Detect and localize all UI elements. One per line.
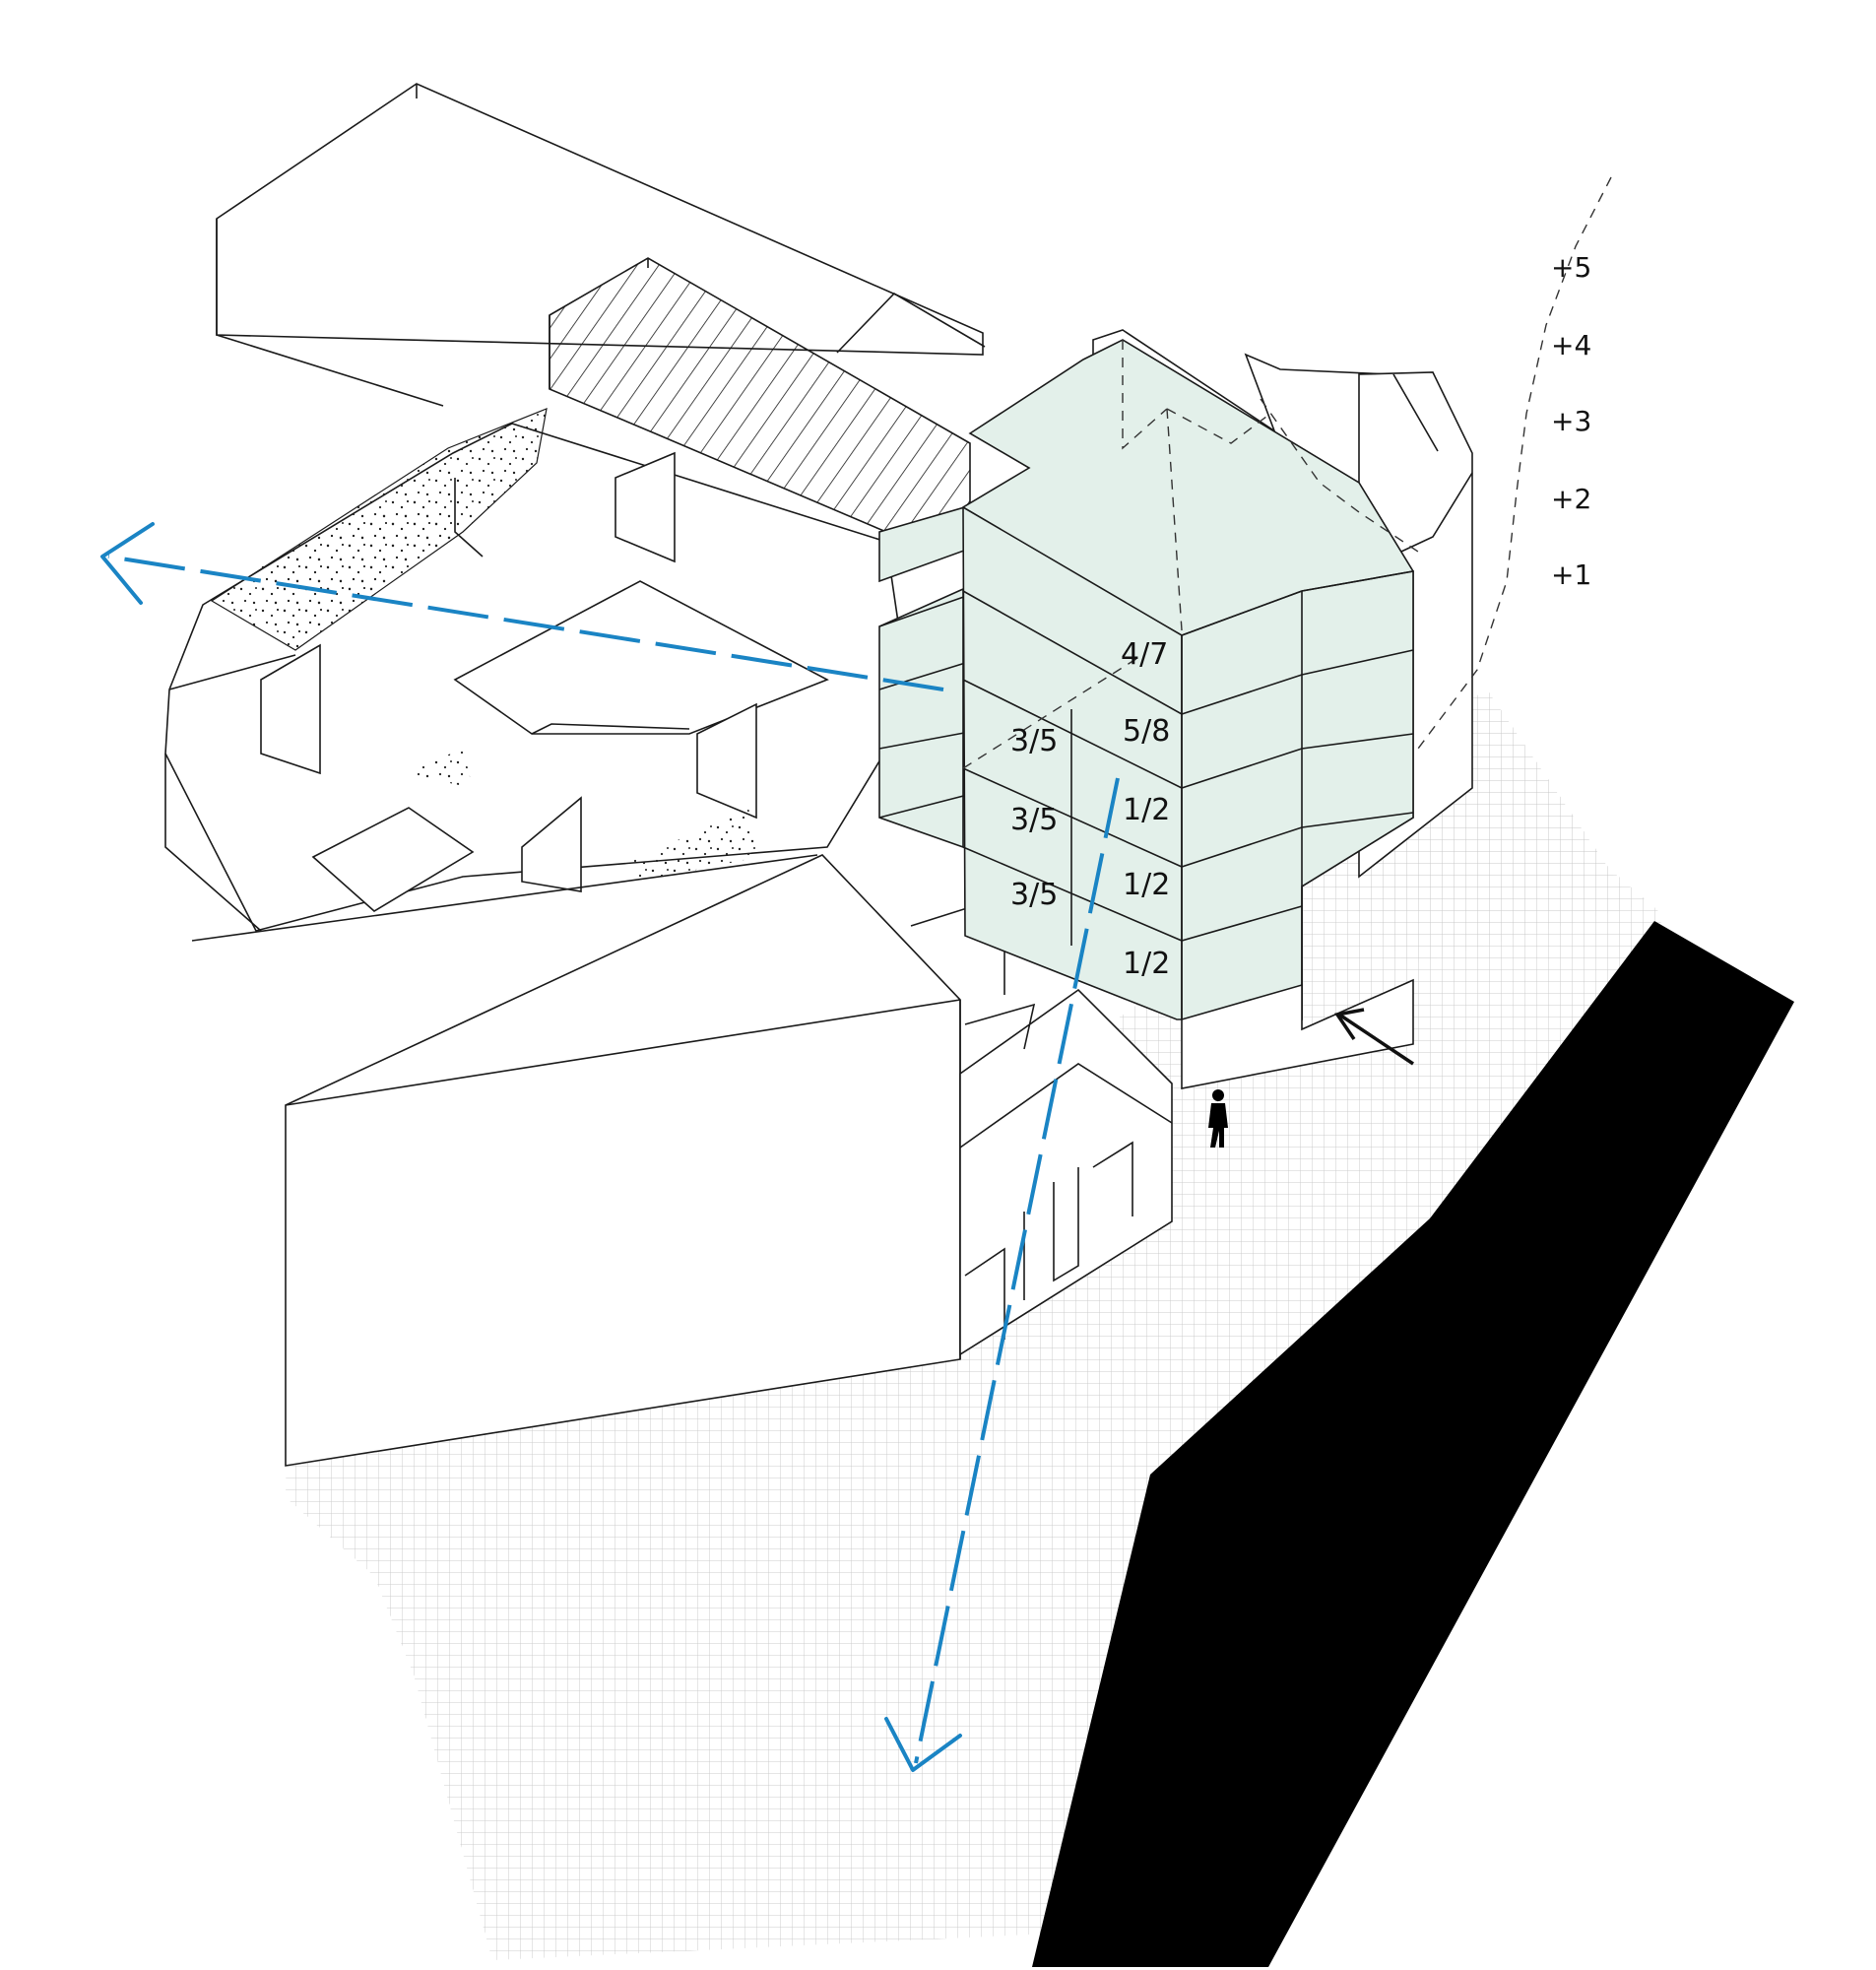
front-building — [191, 854, 1173, 1467]
river-shape — [1032, 921, 1794, 1967]
unit-labels: 4/7 5/8 3/5 1/2 3/5 1/2 3/5 1/2 — [1010, 637, 1170, 981]
unit-label: 3/5 — [1010, 803, 1058, 837]
level-label: +2 — [1551, 483, 1591, 515]
level-guide: +5 +4 +3 +2 +1 — [1417, 176, 1612, 750]
unit-label: 3/5 — [1010, 878, 1058, 912]
level-label: +1 — [1551, 558, 1591, 591]
unit-label: 1/2 — [1123, 868, 1170, 902]
unit-label: 4/7 — [1121, 637, 1168, 672]
level-label: +3 — [1551, 405, 1591, 437]
level-label: +4 — [1551, 329, 1591, 361]
unit-label: 5/8 — [1123, 714, 1170, 749]
level-label: +5 — [1551, 251, 1591, 284]
back-building-block — [216, 83, 986, 407]
view-arrow-west — [100, 522, 944, 691]
person-figure — [1208, 1089, 1228, 1148]
unit-label: 1/2 — [1123, 947, 1170, 981]
courtyard-building — [164, 408, 912, 932]
unit-label: 3/5 — [1010, 724, 1058, 758]
view-arrow-south — [884, 777, 1120, 1772]
unit-label: 1/2 — [1123, 793, 1170, 827]
main-building-glass — [878, 339, 1419, 1089]
entrance-arrow — [1334, 1008, 1414, 1066]
